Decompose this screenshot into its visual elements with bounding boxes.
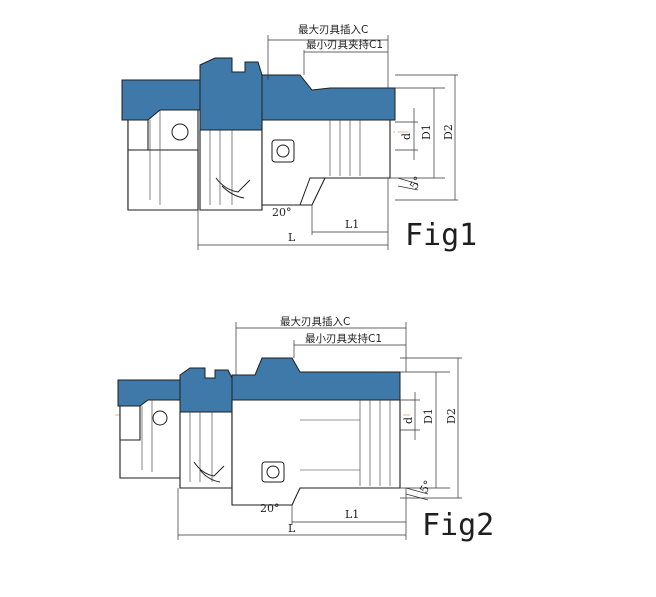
fig2-angle5-label: 5°	[417, 478, 435, 495]
fig1-L1-label: L1	[345, 218, 359, 231]
fig1-L-label: L	[288, 231, 296, 244]
fig1-drawing: 最大刃具插入C 最小刃具夹持C1 d D1 D2 5° 20° L1 L Fig…	[121, 23, 477, 253]
fig2-flange	[179, 367, 233, 489]
fig2-L-label: L	[288, 522, 296, 535]
fig2-L1-label: L1	[345, 508, 359, 521]
fig2-max-insert-label: 最大刃具插入C	[280, 315, 350, 328]
fig2-drawing: 最大刃具插入C 最小刃具夹持C1 d D1 D2 5° 20° L1 L Fig…	[115, 315, 494, 543]
fig1-D2-label: D2	[442, 124, 455, 140]
fig2-dimensions	[177, 322, 462, 540]
fig1-d-label: d	[400, 133, 413, 140]
fig1-dimensions	[197, 35, 458, 250]
fig2-d-label: d	[402, 417, 415, 424]
fig2-body	[231, 357, 401, 506]
fig1-body	[261, 74, 396, 206]
fig2-D1-label: D1	[422, 408, 435, 424]
fig1-angle20-label: 20°	[272, 206, 292, 219]
fig2-D2-label: D2	[445, 408, 458, 424]
fig1-angle5-label: 5°	[407, 174, 425, 191]
fig1-min-clamp-label: 最小刃具夹持C1	[306, 38, 383, 51]
fig1-caption: Fig1	[405, 218, 477, 253]
fig1-shank	[121, 79, 201, 211]
fig1-max-insert-label: 最大刃具插入C	[298, 23, 368, 36]
fig2-angle20-label: 20°	[260, 502, 280, 515]
fig2-shank	[117, 379, 191, 479]
fig2-caption: Fig2	[422, 508, 494, 543]
fig1-D1-label: D1	[420, 124, 433, 140]
fig2-min-clamp-label: 最小刃具夹持C1	[305, 332, 382, 345]
fig1-flange	[199, 57, 263, 211]
